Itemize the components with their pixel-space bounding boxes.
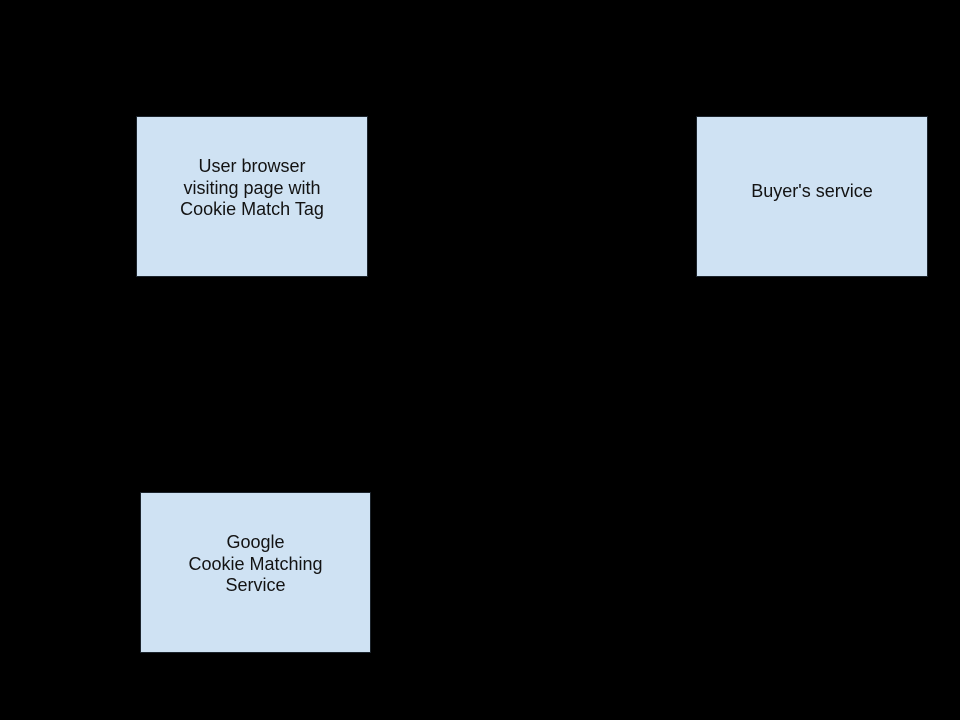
node-label-line: Cookie Matching	[188, 553, 323, 574]
node-buyers-service-label: Buyer's service	[697, 181, 927, 203]
node-label-line: Buyer's service	[751, 180, 873, 201]
node-user-browser-label: User browser visiting page with Cookie M…	[137, 156, 367, 221]
node-user-browser: User browser visiting page with Cookie M…	[136, 116, 368, 277]
node-label-line: visiting page with	[183, 177, 321, 198]
node-google-cookie-matching-service-label: Google Cookie Matching Service	[141, 532, 370, 597]
node-buyers-service: Buyer's service	[696, 116, 928, 277]
node-label-line: Cookie Match Tag	[180, 199, 324, 220]
node-label-line: User browser	[198, 156, 306, 177]
node-label-line: Service	[225, 575, 286, 596]
node-label-line: Google	[226, 532, 285, 553]
node-google-cookie-matching-service: Google Cookie Matching Service	[140, 492, 371, 653]
